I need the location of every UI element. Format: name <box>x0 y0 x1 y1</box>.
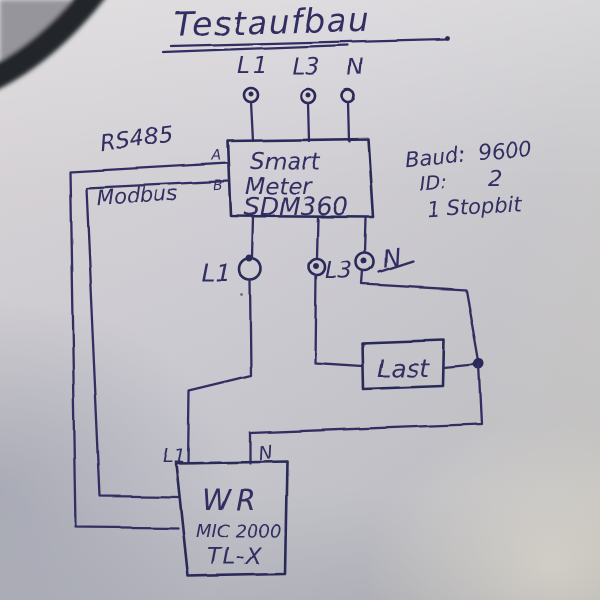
meter-name-line1: Smart <box>250 149 321 175</box>
inverter-name-line3: TL-X <box>207 544 263 570</box>
stopbit-label: 1 Stopbit <box>426 193 523 222</box>
title-underline-2 <box>161 43 350 54</box>
ink-drawing: Testaufbau L1 L3 N Smart Meter SDM360 <box>68 0 533 578</box>
supply-labels: L1 L3 N <box>237 53 365 82</box>
wire-l3-to-load <box>313 273 364 368</box>
wire-supply-l3 <box>306 101 311 143</box>
meter-terminal-a-label: A <box>211 148 222 164</box>
terminal-dot-icon <box>340 88 356 104</box>
inverter-box: L1 N WR MIC 2000 TL-X <box>163 441 289 578</box>
wire-n-stem <box>363 216 368 255</box>
inverter-input-n-label: N <box>257 441 274 465</box>
inverter-name-line2: MIC 2000 <box>196 521 281 542</box>
terminal-l3-center <box>313 263 319 269</box>
output-n: N <box>248 216 485 465</box>
wire-supply-l1 <box>249 100 255 143</box>
wire-rs485-b <box>84 179 231 499</box>
wire-n-to-junction <box>360 269 481 366</box>
cable-icon <box>0 0 104 89</box>
wire-rs485-a <box>68 161 231 530</box>
supply-terminals <box>242 86 356 143</box>
output-label-n-underline <box>377 259 415 274</box>
supply-label-n: N <box>346 54 365 81</box>
meter-name-line2: Meter <box>245 174 313 200</box>
rs485-bus: RS485 Modbus <box>68 122 231 530</box>
modbus-label: Modbus <box>95 182 178 210</box>
id-value: 2 <box>488 167 502 192</box>
wire-l1-stem <box>250 215 255 259</box>
meter-terminal-b-label: B <box>213 178 223 194</box>
output-l1: L1 <box>186 215 263 465</box>
load-label: Last <box>377 354 430 383</box>
title-underline-1 <box>169 37 448 48</box>
wire-n-to-inverter <box>248 362 484 465</box>
load-outline <box>360 338 446 391</box>
terminal-dot-center <box>305 92 311 98</box>
baud-label: Baud: <box>404 142 467 171</box>
terminal-n-icon <box>354 251 376 273</box>
supply-label-l3: L3 <box>292 54 319 80</box>
baud-value: 9600 <box>477 137 532 165</box>
terminal-n-center <box>361 258 367 264</box>
inverter-name-line1: WR <box>202 483 261 517</box>
underline-end-blob <box>444 35 450 41</box>
wire-load-to-junction <box>442 363 476 370</box>
output-label-l3: L3 <box>325 258 352 284</box>
smart-meter-box: Smart Meter SDM360 A B <box>211 137 375 221</box>
supply-label-l1: L1 <box>237 53 270 79</box>
wire-l3-stem <box>315 216 320 260</box>
id-label: ID: <box>418 170 448 196</box>
terminal-dot-center <box>248 91 254 97</box>
meter-outline <box>226 137 375 219</box>
pen-speck <box>240 293 244 297</box>
load-box: Last <box>360 338 476 391</box>
inverter-outline <box>174 459 289 578</box>
wire-supply-n <box>346 100 351 143</box>
inverter-input-l1-label: L1 <box>163 445 186 467</box>
comm-settings: Baud: 9600 ID: 2 1 Stopbit <box>404 137 533 222</box>
terminal-l1-blob <box>245 254 253 262</box>
output-label-l1: L1 <box>201 258 231 287</box>
output-l3: L3 <box>307 216 364 368</box>
wire-l1-to-inverter <box>186 278 253 465</box>
diagram-title: Testaufbau <box>173 0 370 44</box>
background-corner <box>0 0 104 89</box>
rs485-label: RS485 <box>98 122 175 157</box>
meter-model: SDM360 <box>244 192 348 221</box>
